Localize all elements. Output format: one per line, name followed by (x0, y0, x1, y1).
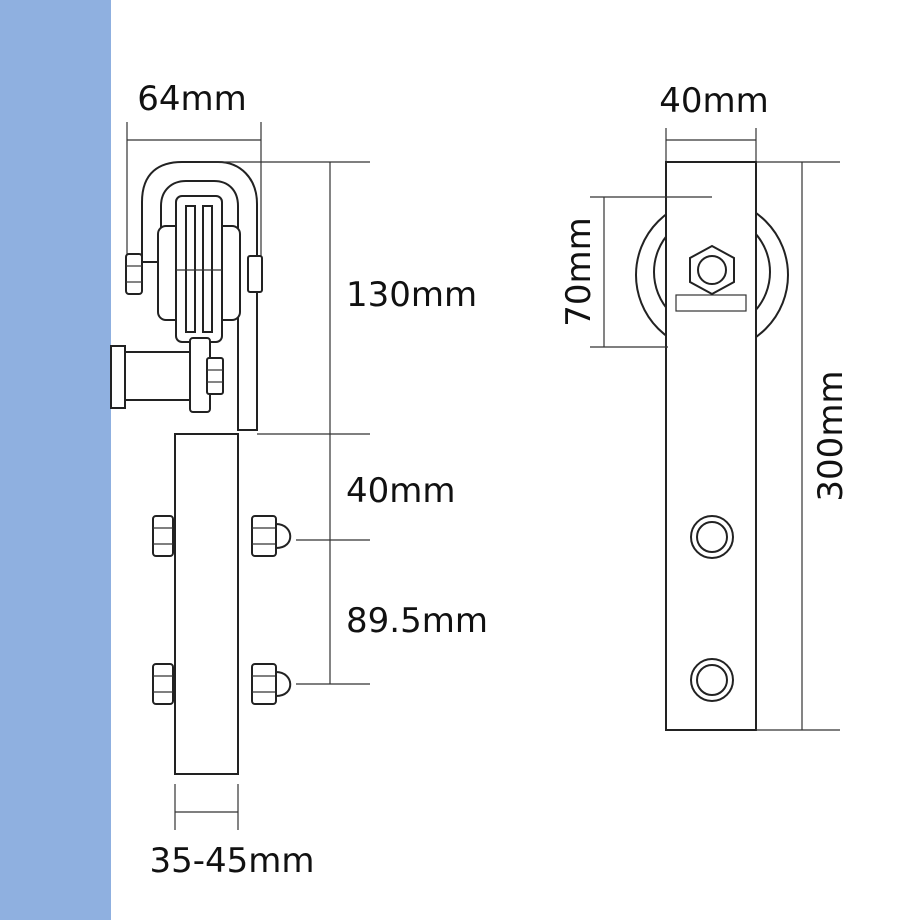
bolt-offset-label: 40mm (346, 471, 456, 511)
side-vertical-dimensions: 130mm 40mm 89.5mm (200, 161, 488, 685)
total-height-label: 300mm (811, 370, 851, 501)
wheel-diameter-label: 70mm (559, 217, 599, 327)
front-axle-nut (689, 244, 735, 296)
door-thickness-label: 35-45mm (149, 841, 314, 881)
hanger-height-label: 130mm (346, 275, 477, 315)
strap-width-label: 40mm (659, 81, 769, 121)
roller-wheel (157, 195, 241, 343)
lower-bolt (152, 663, 292, 705)
side-view: 64mm (110, 79, 488, 881)
door-thickness-dimension: 35-45mm (149, 784, 315, 881)
door-panel (174, 433, 239, 775)
mounting-hole-upper (690, 515, 734, 559)
front-view: 40mm (559, 81, 851, 731)
upper-bolt (152, 515, 292, 557)
bolt-spacing-label: 89.5mm (346, 601, 488, 641)
wheel-diameter-dimension: 70mm (559, 196, 712, 348)
wall-standoff (110, 337, 224, 413)
wheel-width-label: 64mm (137, 79, 247, 119)
strap-wheel-window (675, 294, 747, 312)
total-height-dimension: 300mm (756, 161, 851, 731)
axle-bolt (125, 253, 263, 295)
wheel-width-dimension: 64mm (126, 79, 262, 258)
mounting-hole-lower (690, 658, 734, 702)
strap-width-dimension: 40mm (659, 81, 769, 162)
hanger-strap (141, 161, 258, 431)
wall (0, 0, 111, 920)
